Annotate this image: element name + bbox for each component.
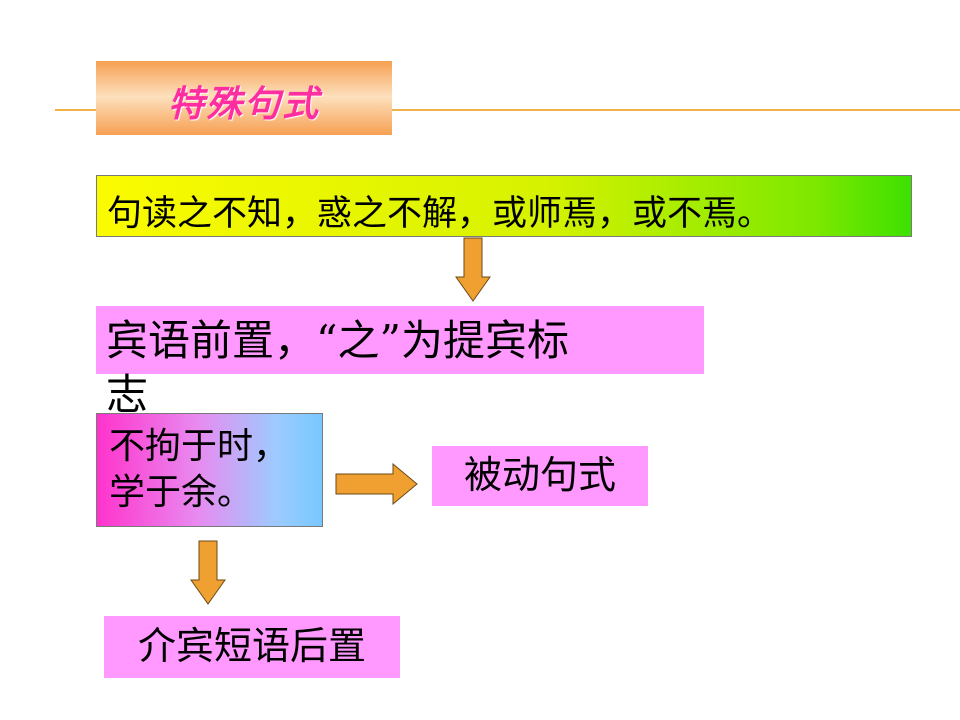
passive-sentence-box: 被动句式 bbox=[432, 446, 648, 506]
right-arrow bbox=[335, 463, 418, 505]
object-preposing-box: 宾语前置，“之”为提宾标 志 bbox=[96, 306, 704, 419]
prepositional-postposition-label: 介宾短语后置 bbox=[137, 624, 366, 668]
sentence-box: 句读之不知，惑之不解，或师焉，或不焉。 bbox=[96, 175, 912, 237]
page-title: 特殊句式 bbox=[167, 84, 320, 125]
object-preposing-text: 宾语前置，“之”为提宾标 志 bbox=[106, 314, 706, 422]
example-sentence-text: 不拘于时， 学于余。 bbox=[109, 424, 289, 516]
prepositional-postposition-box: 介宾短语后置 bbox=[104, 616, 400, 678]
down-arrow-2 bbox=[190, 540, 226, 605]
object-preposing-line-2: 志 bbox=[106, 370, 149, 419]
passive-sentence-label: 被动句式 bbox=[463, 453, 616, 497]
down-arrow-1 bbox=[455, 237, 491, 302]
example-line-1: 不拘于时， bbox=[109, 426, 290, 467]
sentence-text: 句读之不知，惑之不解，或师焉，或不焉。 bbox=[107, 194, 773, 234]
header-rule-line bbox=[55, 109, 960, 111]
title-banner: 特殊句式 bbox=[96, 61, 392, 135]
example-line-2: 学于余。 bbox=[109, 472, 254, 513]
object-preposing-line-1: 宾语前置，“之”为提宾标 bbox=[106, 316, 569, 365]
example-sentence-box: 不拘于时， 学于余。 bbox=[96, 413, 323, 527]
